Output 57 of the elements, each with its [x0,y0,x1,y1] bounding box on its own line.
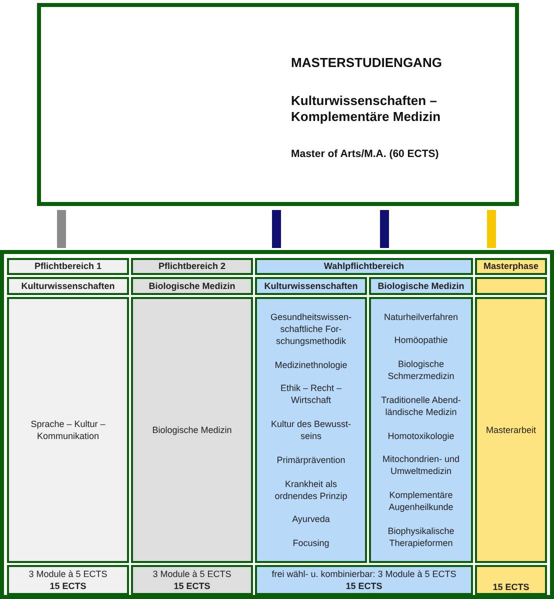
header-cell [7,258,129,275]
header-cell [369,277,473,295]
credits-cell [7,565,129,595]
cell-text: Sprache – Kultur – Kommunikation [30,418,106,442]
cell-text: Masterarbeit [486,424,536,436]
header-cell [255,277,367,295]
header-cell [255,258,473,275]
header-cell [475,277,547,295]
module-name: Komplementäre Augenheilkunde [388,489,454,514]
module-name: Focusing [292,537,330,550]
module-note: frei wähl- u. kombinierbar: 3 Module à 5 ECTS [272,568,456,580]
subtitle-text: Kulturwissenschaften – Komplementäre Medizin [291,93,442,124]
module-name: Homotoxikologie [386,430,456,442]
cell-text: Biologische Medizin [152,424,232,436]
module-name: Mitochondrien- und Umweltmedizin [381,453,461,478]
module-name: Biologische Schmerzmedizin [386,358,456,382]
credits-cell [131,565,253,595]
module-note: 3 Module à 5 ECTS [152,568,232,580]
table-cell [131,297,253,563]
header-label: Masterphase [483,260,539,273]
module-name: Biophysikalische Therapieformen [386,524,456,550]
module-list-cell [255,297,367,563]
title-text: MASTERSTUDIENGANG [291,55,443,71]
module-name: Medizinethnologie [274,358,348,371]
credits-cell [475,565,547,595]
module-list-cell [369,297,473,563]
module-name: Ayurveda [291,513,331,526]
table-cell [7,297,129,563]
module-name: Krankheit als ordnendes Prinzip [274,478,348,502]
header-cell [475,258,547,275]
header-cell [7,277,129,295]
sign-board [37,3,519,206]
module-name: Ethik – Recht – Wirtschaft [279,382,343,407]
header-cell [131,258,253,275]
degree-text: Master of Arts/M.A. (60 ECTS) [291,148,440,161]
ects-total: 15 ECTS [50,580,86,592]
header-label: Kulturwissenschaften [21,280,115,292]
ects-total: 15 ECTS [174,580,210,592]
module-name: Kultur des Bewusst- seins [270,418,352,442]
table-cell [475,297,547,563]
ects-total: 15 ECTS [492,580,530,594]
header-label: Pflichtbereich 1 [34,260,102,273]
ects-total: 15 ECTS [346,580,382,592]
header-cell [131,277,253,295]
header-label: Biologische Medizin [148,280,236,292]
module-name: Traditionelle Abend- ländische Medizin [380,394,462,418]
header-label: Biologische Medizin [378,280,464,292]
table-frame [0,250,554,599]
header-label: Pflichtbereich 2 [158,260,226,273]
header-label: Wahlpflichtbereich [324,260,404,273]
header-label: Kulturwissenschaften [264,280,358,292]
module-name: Naturheilverfahren [382,310,460,323]
module-name: Gesundheitswissen- schaftliche For- schungsmethodik [269,310,353,348]
credits-cell [255,565,473,595]
module-name: Homöopathie [393,334,449,347]
module-note: 3 Module à 5 ECTS [28,568,108,580]
module-name: Primärprävention [276,454,346,466]
